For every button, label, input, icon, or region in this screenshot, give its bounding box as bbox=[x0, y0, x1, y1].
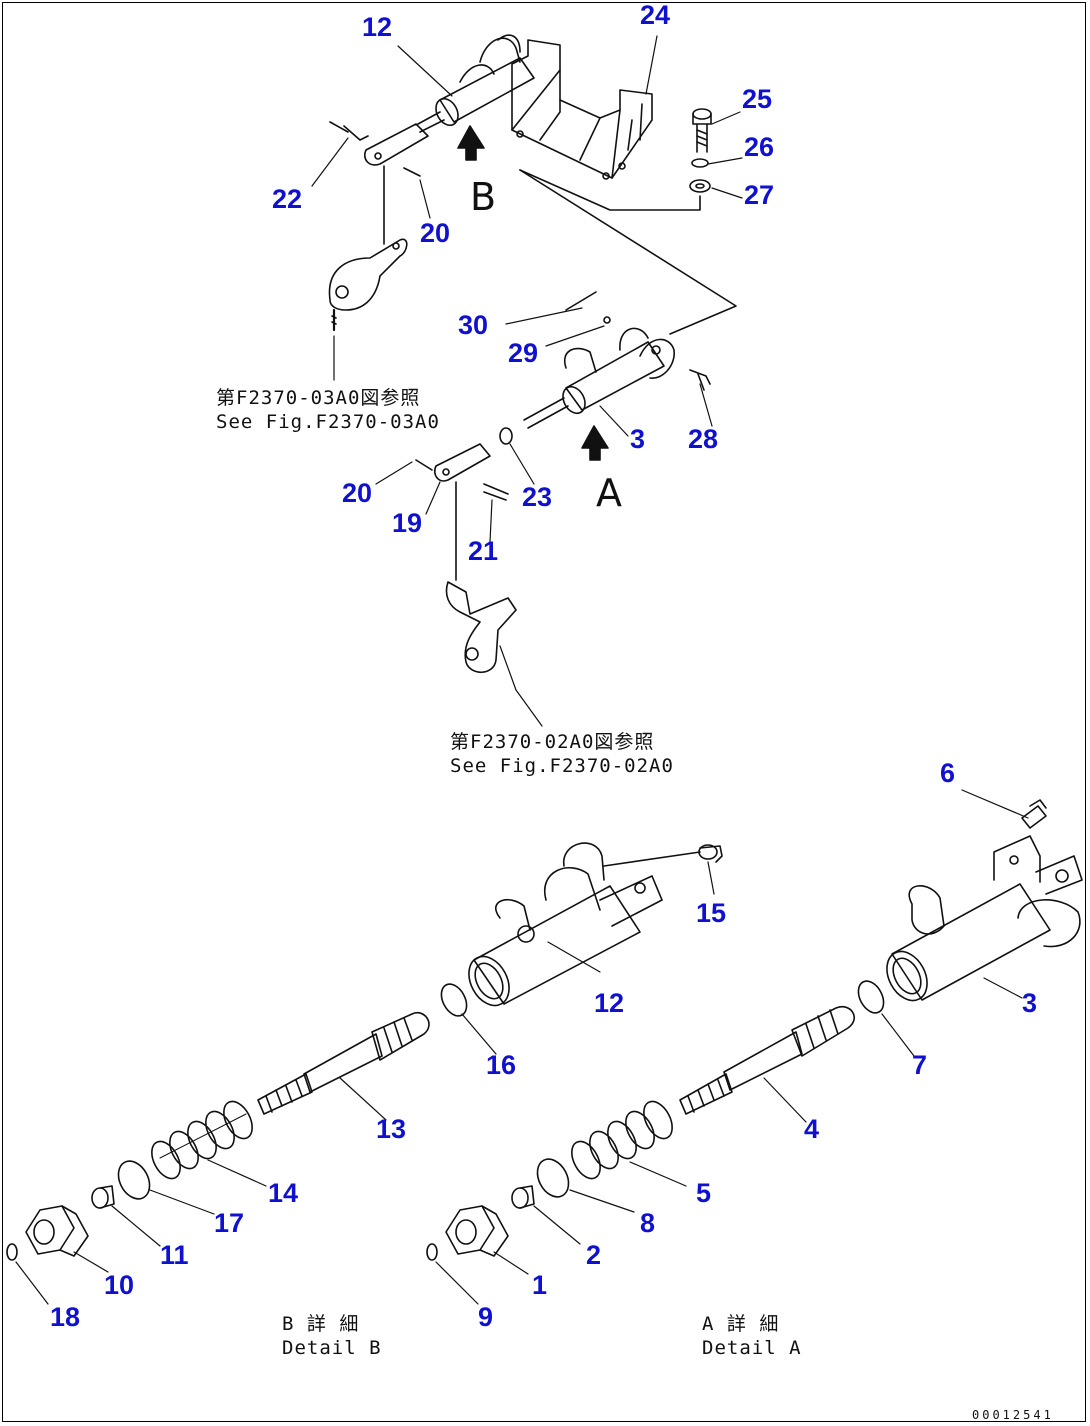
cylinder-assembly-a bbox=[415, 291, 711, 691]
callout-1: 1 bbox=[532, 1270, 548, 1300]
detail-b-caption: B 詳 細 Detail B bbox=[282, 1312, 382, 1360]
callout-22: 22 bbox=[272, 184, 303, 214]
cylinder-assembly-b bbox=[328, 34, 737, 335]
document-number: 00012541 bbox=[972, 1408, 1054, 1422]
callout-23: 23 bbox=[522, 482, 553, 512]
callout-3: 3 bbox=[630, 424, 646, 454]
detail-b-caption-en: Detail B bbox=[282, 1337, 382, 1359]
detail-a-caption: A 詳 細 Detail A bbox=[702, 1312, 802, 1360]
callout-14: 14 bbox=[268, 1178, 299, 1208]
callout-17: 17 bbox=[214, 1208, 245, 1238]
callout-16: 16 bbox=[486, 1050, 517, 1080]
figure-reference-2: 第F2370-02A0図参照 See Fig.F2370-02A0 bbox=[450, 730, 674, 778]
callout-8: 8 bbox=[640, 1208, 656, 1238]
leader-lines bbox=[15, 35, 1029, 1305]
callout-27: 27 bbox=[744, 180, 775, 210]
callout-28: 28 bbox=[688, 424, 719, 454]
callout-3: 3 bbox=[1022, 988, 1038, 1018]
callout-5: 5 bbox=[696, 1178, 712, 1208]
callout-15: 15 bbox=[696, 898, 727, 928]
callout-24: 24 bbox=[640, 0, 671, 30]
callout-12: 12 bbox=[362, 12, 393, 42]
figure-reference-2-jp: 第F2370-02A0図参照 bbox=[450, 731, 655, 753]
callout-9: 9 bbox=[478, 1302, 494, 1332]
view-label-b: B bbox=[470, 175, 497, 219]
callout-11: 11 bbox=[160, 1240, 189, 1270]
detail-a-caption-jp: A 詳 細 bbox=[702, 1313, 780, 1335]
callout-26: 26 bbox=[744, 132, 775, 162]
figure-reference-2-en: See Fig.F2370-02A0 bbox=[450, 755, 674, 777]
figure-reference-1-en: See Fig.F2370-03A0 bbox=[216, 411, 440, 433]
callout-19: 19 bbox=[392, 508, 423, 538]
detail-a-caption-en: Detail A bbox=[702, 1337, 802, 1359]
callout-2: 2 bbox=[586, 1240, 602, 1270]
callout-18: 18 bbox=[50, 1302, 81, 1332]
detail-b-parts bbox=[6, 842, 723, 1261]
callout-20: 20 bbox=[420, 218, 451, 248]
figure-reference-1-jp: 第F2370-03A0図参照 bbox=[216, 387, 421, 409]
callout-13: 13 bbox=[376, 1114, 407, 1144]
callout-21: 21 bbox=[468, 536, 499, 566]
callout-20: 20 bbox=[342, 478, 373, 508]
callout-7: 7 bbox=[912, 1050, 928, 1080]
callout-12: 12 bbox=[594, 988, 625, 1018]
figure-reference-1: 第F2370-03A0図参照 See Fig.F2370-03A0 bbox=[216, 386, 440, 434]
view-label-a: A bbox=[596, 471, 622, 515]
screw-stack bbox=[689, 108, 712, 193]
callout-4: 4 bbox=[804, 1114, 820, 1144]
callout-10: 10 bbox=[104, 1270, 135, 1300]
detail-a-parts bbox=[426, 799, 1083, 1261]
callout-25: 25 bbox=[742, 84, 773, 114]
callout-6: 6 bbox=[940, 758, 956, 788]
callout-30: 30 bbox=[458, 310, 489, 340]
callout-29: 29 bbox=[508, 338, 539, 368]
detail-b-caption-jp: B 詳 細 bbox=[282, 1313, 360, 1335]
